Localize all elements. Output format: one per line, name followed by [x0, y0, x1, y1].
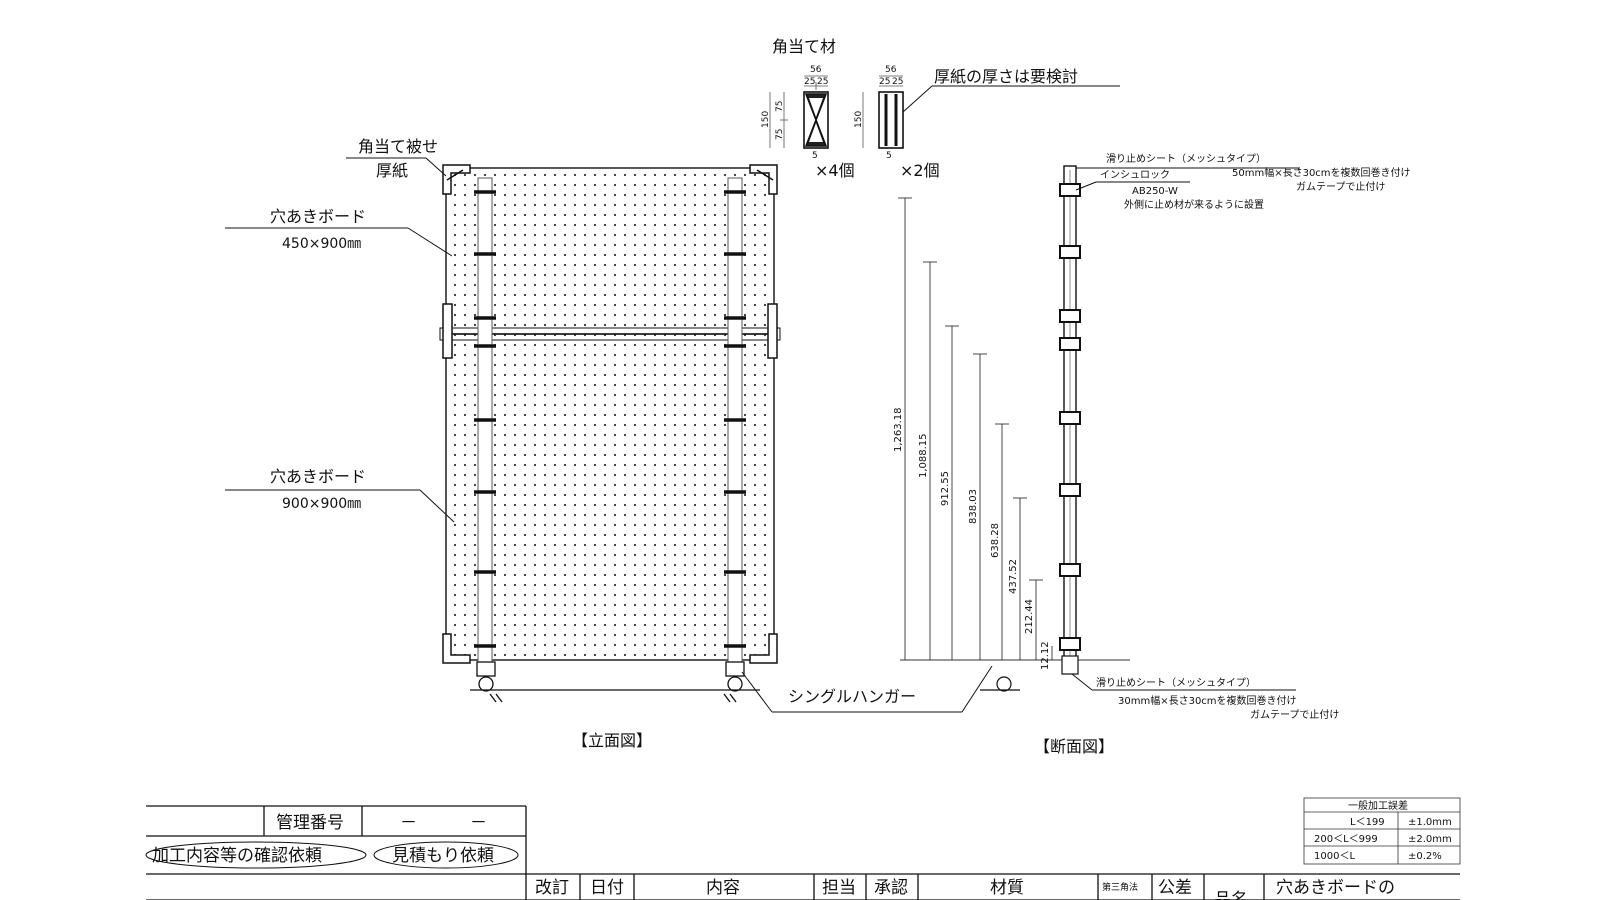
elevation-caption: 【立面図】	[572, 731, 652, 750]
corner-part-a-dims	[769, 75, 828, 148]
tolerance-title: 一般加工誤差	[1348, 799, 1408, 812]
corner-part-a	[803, 91, 829, 149]
pegboard-bottom	[445, 333, 775, 661]
tolerance-value-3: ±0.2%	[1408, 851, 1442, 862]
section-caption: 【断面図】	[1034, 737, 1114, 756]
dim-label-5: 638.28	[990, 523, 1001, 558]
mgmt-number-value-1: －	[400, 813, 417, 833]
header-approval: 承認	[874, 878, 908, 898]
qty-a: ×4個	[815, 161, 855, 180]
top-sheet-label: 滑り止めシート（メッシュタイプ）	[1106, 153, 1266, 165]
board-bottom-label: 穴あきボード	[270, 467, 366, 486]
board-top-label: 穴あきボード	[270, 207, 366, 226]
board-bottom-size: 900×900㎜	[282, 496, 361, 512]
dim-quarter-a2: 75	[775, 129, 785, 140]
tolerance-table	[1303, 797, 1461, 865]
section-ties	[1059, 183, 1081, 651]
left-post	[477, 177, 493, 667]
dim-label-8: 12.12	[1040, 641, 1051, 670]
dim-height-a: 150	[761, 111, 771, 128]
top-sheet-note-1: 50mm幅×長さ30cmを複数回巻き付け	[1232, 166, 1411, 179]
dim-thickness-b: 5	[886, 151, 892, 161]
section-hanger	[980, 676, 1020, 692]
header-material: 材質	[990, 878, 1024, 898]
tolerance-range-3: 1000＜L	[1314, 851, 1355, 862]
header-person: 担当	[822, 878, 856, 898]
insulock-model: AB250-W	[1132, 186, 1178, 197]
dim-quarter-a1: 75	[775, 101, 785, 112]
top-sheet-note-2: ガムテープで止付け	[1296, 180, 1385, 193]
corner-guards	[442, 164, 778, 664]
request-confirm-option[interactable]: 加工内容等の確認依頼	[152, 846, 322, 866]
mgmt-number-label: 管理番号	[276, 813, 344, 833]
corner-material-title: 角当て材	[772, 37, 836, 56]
bottom-sheet-note-1: 30mm幅×長さ30cmを複数回巻き付け	[1118, 694, 1297, 707]
header-third-angle: 第三角法	[1102, 881, 1138, 893]
dim-half-a2: 25	[817, 77, 828, 87]
note-leader	[902, 85, 933, 113]
qty-b: ×2個	[900, 161, 940, 180]
header-content: 内容	[706, 878, 740, 898]
right-post	[727, 177, 743, 667]
tolerance-value-1: ±1.0mm	[1408, 817, 1452, 828]
dim-half-b1: 25	[879, 77, 890, 87]
insulock-label: インシュロック	[1100, 169, 1170, 181]
corner-part-b	[878, 91, 904, 149]
insulock-note: 外側に止め材が来るように設置	[1124, 198, 1264, 211]
dim-half-b2: 25	[892, 77, 903, 87]
tolerance-range-2: 200＜L＜999	[1314, 834, 1378, 845]
cable-ties-left	[474, 190, 496, 648]
mgmt-number-value-2: －	[470, 813, 487, 833]
single-hangers	[470, 661, 760, 703]
elevation-view: 角当て被せ 厚紙 穴あきボード 450×900㎜ 穴あきボード 900×900㎜…	[225, 137, 993, 750]
height-dimensions	[898, 197, 1130, 661]
dim-height-b: 150	[854, 111, 864, 128]
dim-half-a1: 25	[804, 77, 815, 87]
thickness-note: 厚紙の厚さは要検討	[934, 67, 1078, 86]
dim-label-6: 437.52	[1008, 559, 1019, 594]
bottom-sheet-label: 滑り止めシート（メッシュタイプ）	[1096, 677, 1256, 689]
dim-width-a: 56	[810, 65, 822, 75]
section-view: 滑り止めシート（メッシュタイプ） 50mm幅×長さ30cmを複数回巻き付け ガム…	[980, 153, 1411, 756]
dim-thickness-a: 5	[812, 151, 818, 161]
dim-label-4: 838.03	[968, 489, 979, 524]
corner-material-detail: 角当て材 56 25 25 150 75 75 5 ×4個	[761, 37, 1120, 180]
bottom-sheet-note-2: ガムテープで止付け	[1250, 708, 1339, 721]
tolerance-value-2: ±2.0mm	[1408, 834, 1452, 845]
corner-part-b-dims	[862, 75, 903, 148]
header-date: 日付	[590, 878, 624, 898]
header-product-name: 品名	[1214, 890, 1248, 900]
header-tolerance: 公差	[1158, 878, 1192, 898]
board-top-size: 450×900㎜	[282, 236, 361, 252]
header-revision: 改訂	[535, 878, 569, 898]
corner-cover-label: 角当て被せ	[358, 137, 438, 156]
title-block	[145, 805, 1460, 900]
product-name-value: 穴あきボードの	[1276, 878, 1395, 898]
dim-label-7: 212.44	[1024, 599, 1035, 634]
dim-width-b: 56	[885, 65, 897, 75]
tolerance-range-1: L＜199	[1350, 817, 1385, 828]
single-hanger-label: シングルハンガー	[788, 687, 916, 706]
dim-label-1: 1,263.18	[893, 407, 904, 452]
dim-label-2: 1,088.15	[918, 433, 929, 478]
request-quote-option[interactable]: 見積もり依頼	[392, 846, 494, 866]
dim-label-3: 912.55	[940, 471, 951, 506]
cable-ties-right	[724, 190, 746, 648]
cardboard-label: 厚紙	[376, 161, 408, 180]
